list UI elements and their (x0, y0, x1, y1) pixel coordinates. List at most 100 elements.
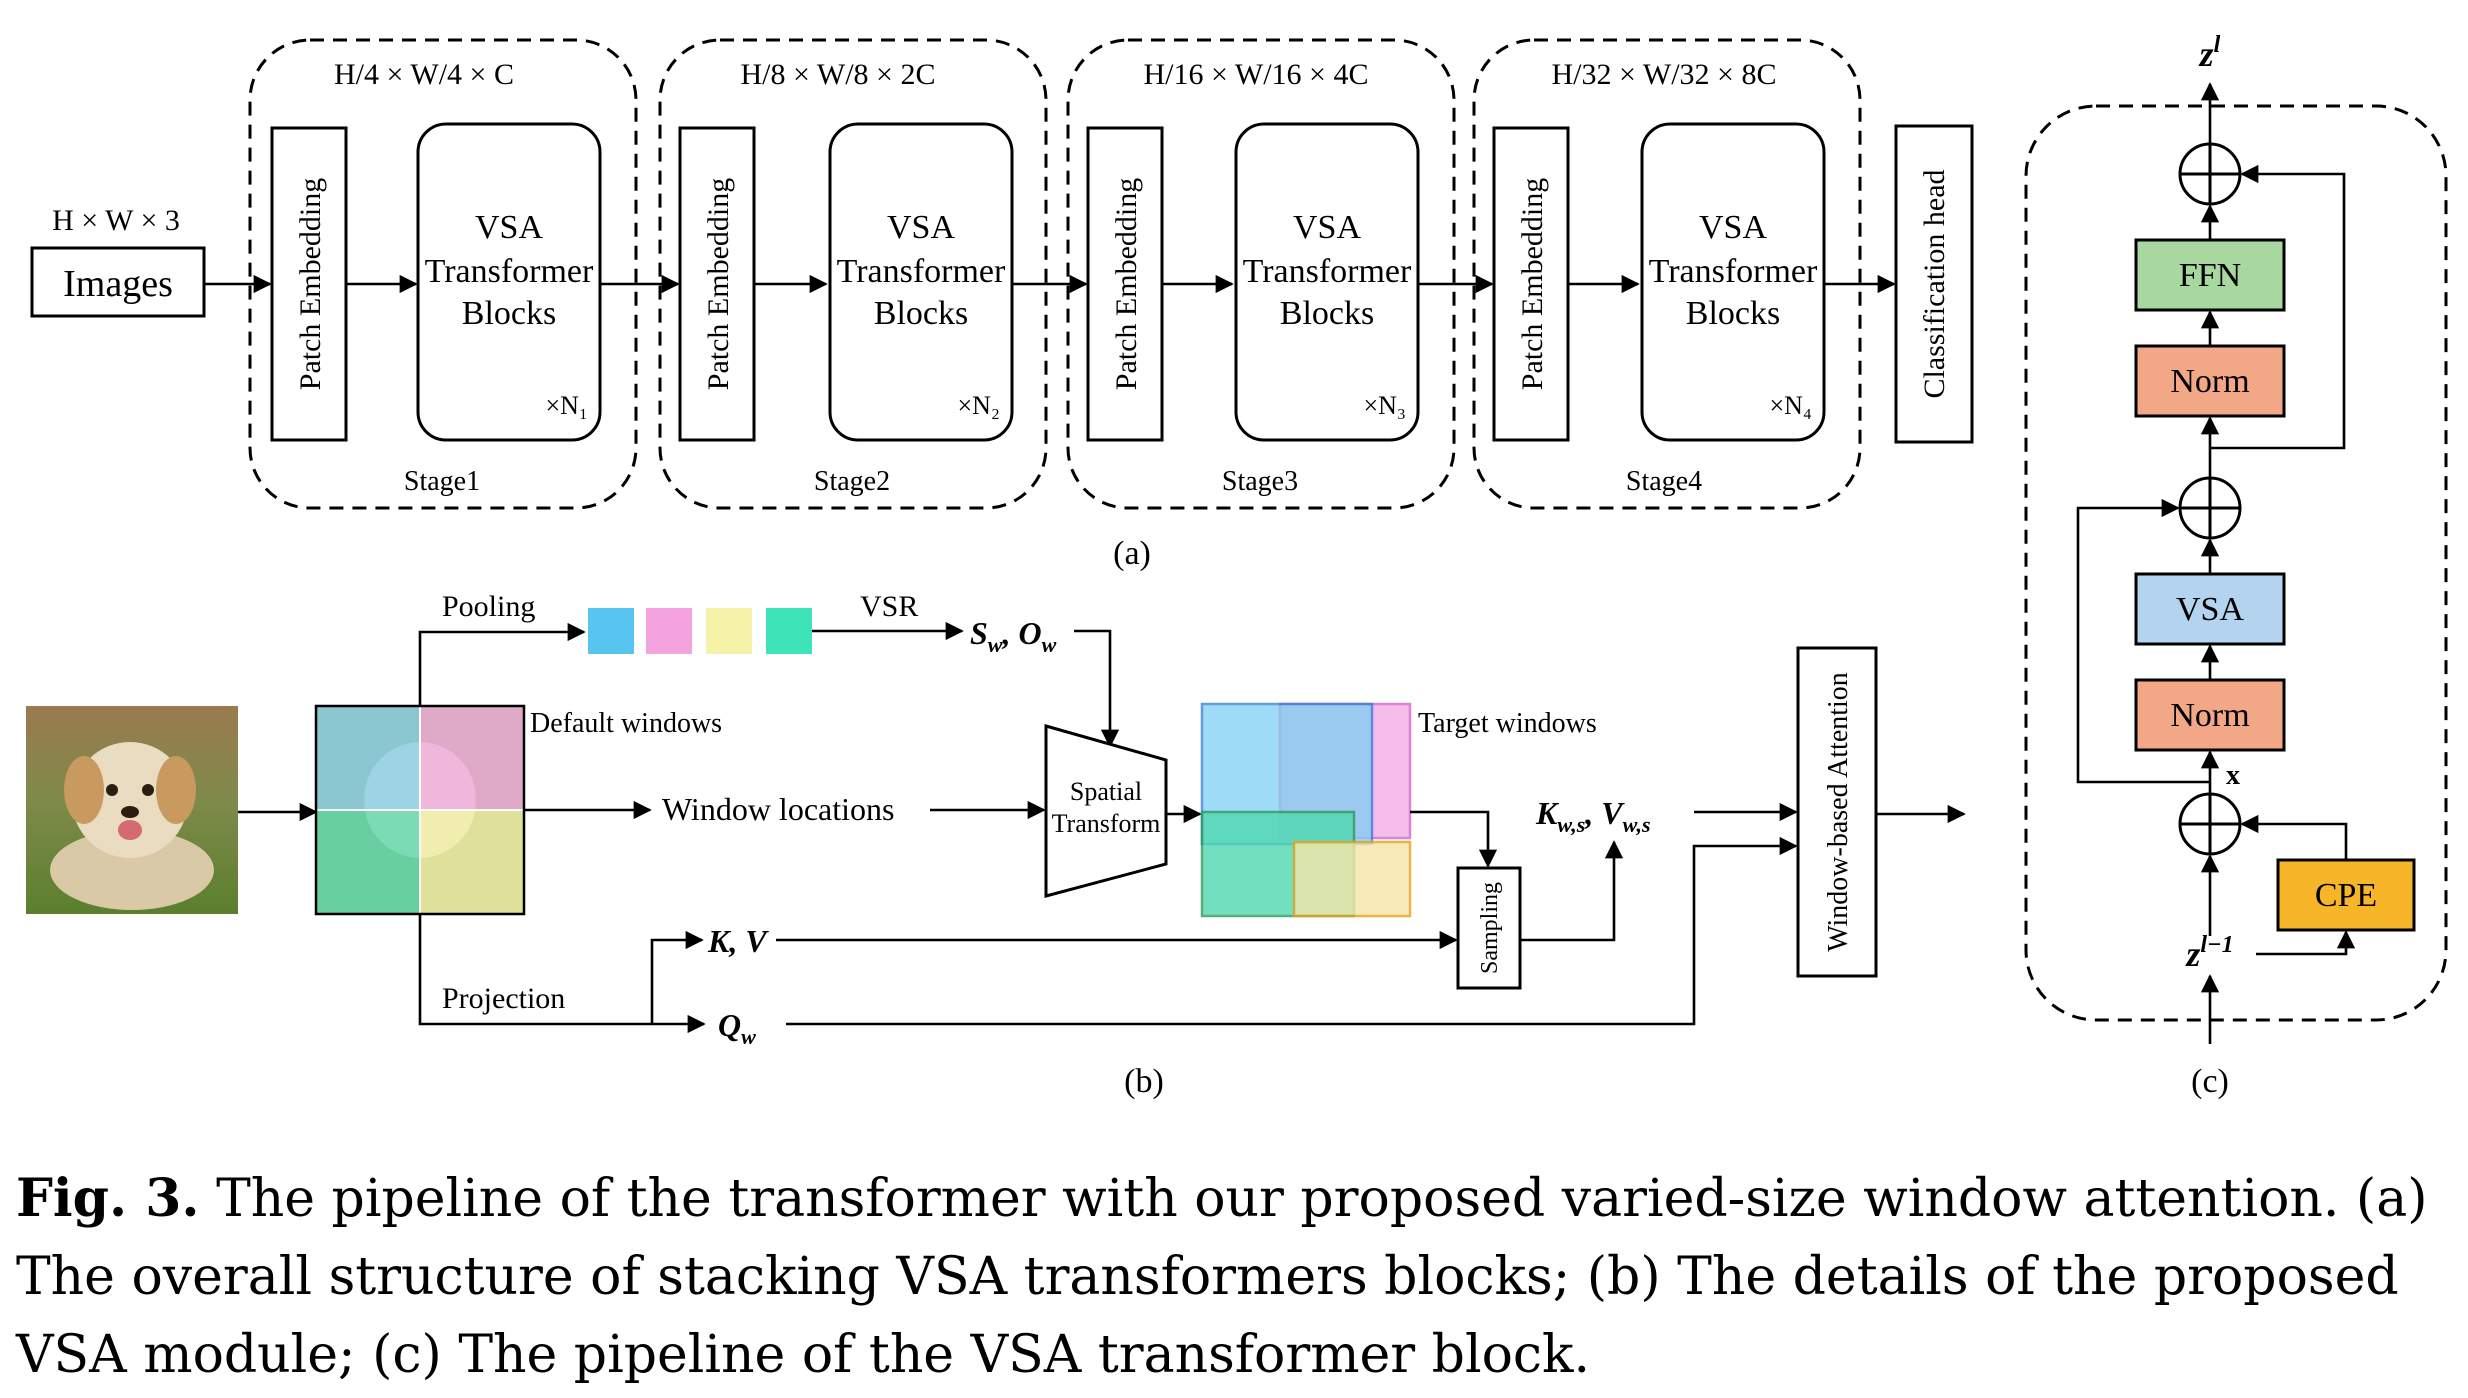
stage-4-repeat: ×N₄ (1769, 391, 1812, 420)
stage-3-vsa-block (1234, 122, 1420, 442)
norm1-label: Norm (2170, 363, 2249, 400)
window-locations-label: Window locations (662, 791, 894, 827)
projection-label: Projection (442, 982, 565, 1015)
panel-b: Default windows Pooling VSR Sw, Ow Windo… (26, 590, 1966, 1100)
stage-4-frame (1472, 38, 1862, 510)
ffn-box (2134, 238, 2286, 312)
pool-token-pink (646, 608, 692, 654)
stage-3-frame (1066, 38, 1456, 510)
pool-token-yellow (706, 608, 752, 654)
add-bottom (2178, 792, 2242, 856)
kv-label: K, V (707, 923, 769, 959)
stage-3-block-line1: VSA (1293, 209, 1361, 246)
spatial-transform-block (1044, 724, 1168, 898)
panel-b-sublabel: (b) (1124, 1063, 1164, 1100)
norm2-box (2134, 678, 2286, 752)
stage-3-name: Stage3 (1222, 466, 1298, 497)
cpe-label: CPE (2315, 877, 2377, 914)
stage-4-dims: H/32 × W/32 × 8C (1552, 58, 1777, 91)
puppy-photo (26, 706, 238, 914)
cpe-box (2276, 858, 2416, 932)
add-middle (2178, 476, 2242, 540)
pooling-label: Pooling (442, 590, 535, 623)
images-label: Images (63, 263, 173, 305)
pool-token-blue (588, 608, 634, 654)
stage-1-name: Stage1 (404, 466, 480, 497)
stage-3-patch-embedding-box (1086, 126, 1164, 442)
classification-head-label: Classification head (1918, 169, 1951, 398)
figure-caption: Fig. 3. The pipeline of the transformer … (16, 1160, 2456, 1394)
stage-4-block-line2: Transformer (1649, 253, 1818, 290)
sw-ow-label: Sw, Ow (970, 615, 1057, 657)
arrow-cpe-to-add (2240, 814, 2348, 860)
images-box (30, 246, 206, 318)
stage-2-name: Stage2 (814, 466, 890, 497)
sampling-label: Sampling (1477, 882, 1503, 974)
caption-text: The pipeline of the transformer with our… (16, 1169, 2428, 1385)
spatial-transform-line2: Transform (1052, 809, 1161, 838)
panel-c-frame (2024, 104, 2448, 1022)
stage-3-dims: H/16 × W/16 × 4C (1144, 58, 1369, 91)
target-windows-label: Target windows (1418, 708, 1597, 739)
stage-3-block-line3: Blocks (1280, 295, 1374, 332)
input-dims-label: H × W × 3 (52, 204, 180, 237)
add-top (2178, 142, 2242, 206)
panel-a: H × W × 3 Images H/4 × W/4 × C Patch Emb… (30, 38, 1974, 572)
stage-1-dims: H/4 × W/4 × C (334, 58, 514, 91)
stage-1-frame (248, 38, 638, 510)
stage-1-patch-embedding-label: Patch Embedding (294, 178, 327, 390)
caption-fig-label: Fig. 3. (16, 1168, 200, 1229)
classification-head-box (1894, 124, 1974, 444)
ffn-label: FFN (2179, 257, 2241, 294)
stage-1: H/4 × W/4 × C Patch Embedding VSA Transf… (248, 38, 638, 510)
stage-2-patch-embedding-label: Patch Embedding (702, 178, 735, 390)
residual-skip-vsa (2076, 498, 2210, 784)
output-z-label: zl (2198, 32, 2221, 74)
stage-1-vsa-block (416, 122, 602, 442)
stage-1-block-line3: Blocks (462, 295, 556, 332)
kws-vws-label: Kw,s, Vw,s (1535, 795, 1651, 837)
stage-4-patch-embedding-box (1492, 126, 1570, 442)
stage-4-name: Stage4 (1626, 466, 1702, 497)
arrow-to-sampling (1410, 810, 1498, 868)
stage-4-patch-embedding-label: Patch Embedding (1516, 178, 1549, 390)
default-window-green (316, 810, 420, 914)
stage-4-block-line1: VSA (1699, 209, 1767, 246)
stage-3: H/16 × W/16 × 4C Patch Embedding VSA Tra… (1066, 38, 1456, 510)
panel-c: zl FFN Norm VSA Norm x (2024, 32, 2448, 1100)
stage-2-patch-embedding-box (678, 126, 756, 442)
target-windows (1200, 702, 1412, 918)
vsr-label: VSR (860, 590, 918, 623)
vsa-box (2134, 572, 2286, 646)
stage-3-patch-embedding-label: Patch Embedding (1110, 178, 1143, 390)
stage-3-block-line2: Transformer (1243, 253, 1412, 290)
window-attention-box (1796, 646, 1878, 978)
pooling-path (418, 622, 586, 706)
stage-2-block-line3: Blocks (874, 295, 968, 332)
stage-2: H/8 × W/8 × 2C Patch Embedding VSA Trans… (658, 38, 1048, 510)
projection-path (418, 914, 652, 1026)
stage-1-repeat: ×N₁ (545, 391, 588, 420)
diagram-canvas: H × W × 3 Images H/4 × W/4 × C Patch Emb… (26, 32, 2448, 1100)
panel-a-sublabel: (a) (1113, 535, 1151, 572)
default-window-yellow (420, 810, 524, 914)
residual-skip-ffn (2210, 164, 2346, 450)
panel-c-sublabel: (c) (2191, 1063, 2229, 1100)
arrow-sw-ow-to-transform (1074, 629, 1120, 748)
arrow-input-to-cpe (2256, 930, 2356, 956)
arrow-sampling-to-kv (1520, 840, 1624, 942)
default-windows-label: Default windows (530, 708, 722, 739)
stage-3-repeat: ×N₃ (1363, 391, 1406, 420)
stage-1-patch-embedding-box (270, 126, 348, 442)
default-window-blue (316, 706, 420, 810)
stage-2-vsa-block (828, 122, 1014, 442)
default-window-pink (420, 706, 524, 810)
vsa-label: VSA (2176, 591, 2244, 628)
sampling-box (1456, 866, 1522, 990)
default-windows-grid (314, 704, 526, 916)
stage-1-block-line2: Transformer (425, 253, 594, 290)
stage-2-block-line1: VSA (887, 209, 955, 246)
arrow-qw-to-attention (786, 836, 1798, 1026)
input-z-label: zl−1 (2184, 932, 2233, 974)
stage-2-dims: H/8 × W/8 × 2C (741, 58, 936, 91)
